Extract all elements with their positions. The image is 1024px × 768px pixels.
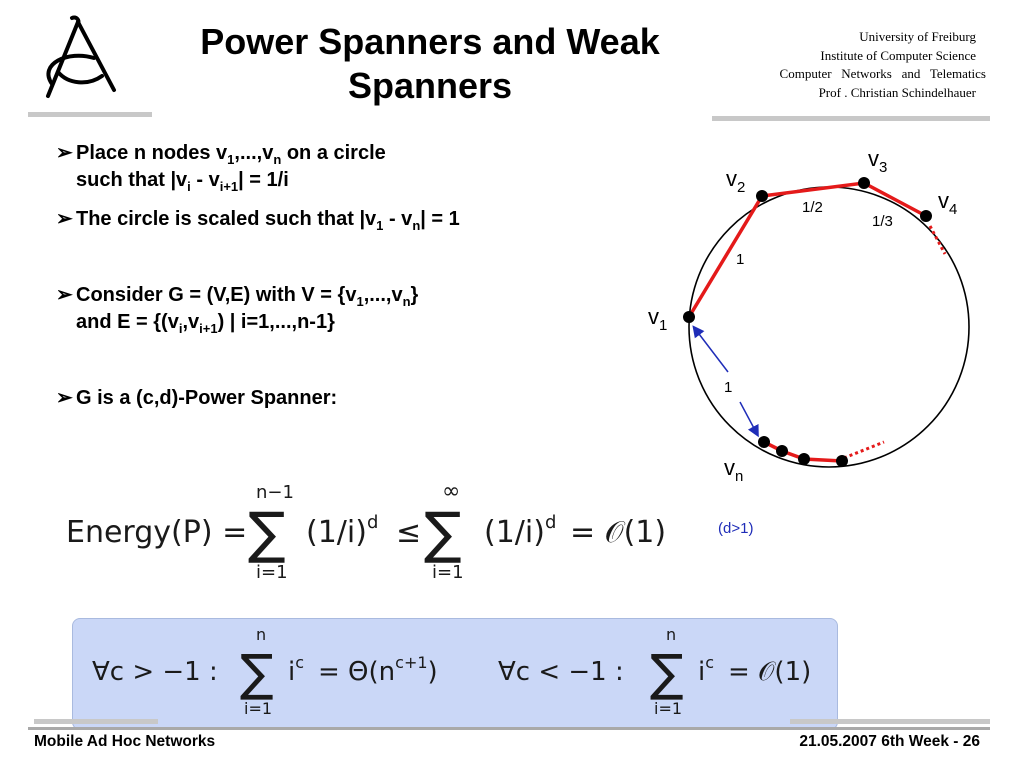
right-rhs: = 𝒪(1): [728, 657, 811, 687]
edge-label-23: 1/2: [802, 199, 823, 216]
institution-line-3: Computer Networks and Telematics: [779, 66, 986, 81]
distance-arrow-down: [739, 401, 759, 438]
footer-divider: [28, 727, 990, 730]
label-v4: v4: [938, 188, 957, 218]
header-rule-left: [28, 112, 152, 117]
bullet-power-spanner: ➢G is a (c,d)-Power Spanner:: [56, 385, 337, 412]
leq: ≤: [396, 515, 421, 550]
sum1-top: n−1: [256, 482, 294, 503]
edge-label-34: 1/3: [872, 213, 893, 230]
right-sigma-icon: ∑: [650, 644, 684, 702]
bullet-arrow-icon: ➢: [56, 284, 73, 306]
bullet-arrow-icon: ➢: [56, 208, 73, 230]
sum2-sigma-icon: ∑: [424, 501, 462, 566]
edge-dotted-vn: [843, 440, 885, 460]
right-term: ic: [698, 653, 714, 687]
label-v3: v3: [868, 146, 887, 176]
node-vn-1: [776, 445, 788, 457]
asymptotic-box: [72, 618, 838, 730]
label-vn: vn: [724, 455, 743, 485]
institution-line-1: University of Freiburg: [859, 29, 976, 44]
node-v2: [756, 190, 768, 202]
left-sigma-icon: ∑: [240, 644, 274, 702]
header-rule-right: [712, 116, 990, 121]
asymptotic-formula: ∀c > −1 : n ∑ i=1 ic = Θ(nc+1) ∀c < −1 :…: [92, 625, 811, 718]
footer-rule-left: [34, 719, 158, 724]
term1: (1/i)d: [306, 512, 378, 550]
right-condition: ∀c < −1 :: [498, 657, 624, 687]
slide-title: Power Spanners and Weak Spanners: [150, 20, 710, 108]
edge-path-v1-v4: [687, 181, 927, 318]
left-term: ic: [288, 653, 304, 687]
title-line-1: Power Spanners and Weak: [200, 21, 660, 62]
bullet-arrow-icon: ➢: [56, 142, 73, 164]
node-vn-2: [798, 453, 810, 465]
institution-line-2: Institute of Computer Science: [820, 47, 976, 63]
energy-formula: Energy(P) = n−1 ∑ i=1 (1/i)d ≤ ∞ ∑ i=1 (…: [66, 479, 666, 583]
left-condition: ∀c > −1 :: [92, 657, 218, 687]
footer-rule-right: [790, 719, 990, 724]
d-condition-note: (d>1): [718, 520, 754, 537]
sum1-bottom: i=1: [256, 562, 288, 583]
footer-date-page: 21.05.2007 6th Week - 26: [799, 733, 980, 750]
title-line-2: Spanners: [347, 65, 513, 106]
bullet-arrow-icon: ➢: [56, 387, 73, 409]
circle: [688, 186, 970, 468]
term2: (1/i)d: [484, 512, 556, 550]
sum2-bottom: i=1: [432, 562, 464, 583]
institution-block: University of Freiburg Institute of Comp…: [700, 28, 1000, 102]
edge-path-vn: [763, 440, 843, 463]
university-logo-icon: [46, 15, 116, 98]
footer-course-title: Mobile Ad Hoc Networks: [34, 733, 216, 750]
left-rhs: = Θ(nc+1): [318, 653, 438, 687]
institution-line-4: Prof . Christian Schindelhauer: [818, 84, 976, 100]
label-v1: v1: [648, 304, 667, 334]
energy-lhs: Energy(P) =: [66, 515, 247, 550]
edge-label-1n: 1: [724, 379, 732, 396]
left-sum-top: n: [256, 625, 266, 644]
circle-diagram: v1 v2 v3 v4 vn 1 1/2 1/3 1: [648, 146, 970, 485]
right-sum-top: n: [666, 625, 676, 644]
node-v1: [683, 311, 695, 323]
distance-arrow-up: [692, 325, 729, 373]
label-v2: v2: [726, 166, 745, 196]
node-v4: [920, 210, 932, 222]
bullet-circle-scaled: ➢The circle is scaled such that |v1 - vn…: [56, 208, 460, 233]
left-sum-bottom: i=1: [244, 699, 272, 718]
node-vn: [758, 436, 770, 448]
edge-label-12: 1: [736, 251, 744, 268]
node-vn-3: [836, 455, 848, 467]
sum1-sigma-icon: ∑: [248, 501, 286, 566]
edge-dotted-v4: [928, 225, 947, 255]
bullet-consider-graph: ➢Consider G = (V,E) with V = {v1,...,vn}…: [56, 284, 419, 336]
energy-rhs: = 𝒪(1): [570, 515, 666, 550]
node-v3: [858, 177, 870, 189]
sum2-top: ∞: [442, 479, 460, 504]
bullet-place-nodes: ➢Place n nodes v1,...,vn on a circle suc…: [56, 142, 386, 194]
right-sum-bottom: i=1: [654, 699, 682, 718]
